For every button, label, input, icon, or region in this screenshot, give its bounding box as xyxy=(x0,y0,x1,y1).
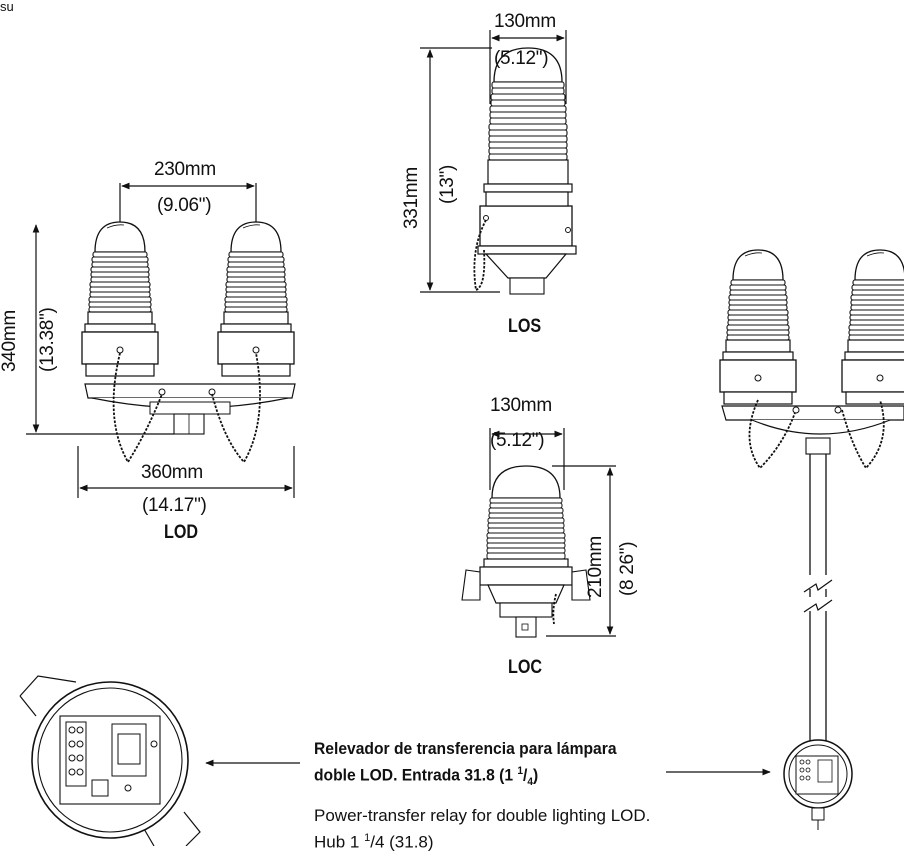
relay-english-line2: Hub 1 1/4 (31.8) xyxy=(314,832,434,852)
lod-model-label: LOD xyxy=(164,522,199,543)
relay-english-line1: Power-transfer relay for double lighting… xyxy=(314,806,651,826)
los-width-mm: 130mm xyxy=(494,11,556,32)
relay-spanish-line2: doble LOD. Entrada 31.8 (1 1/4) xyxy=(314,765,539,789)
loc-model-label: LOC xyxy=(508,657,543,678)
los-fixture xyxy=(473,47,577,295)
relay-spanish-line1: Relevador de transferencia para lámpara xyxy=(314,739,617,758)
relay-caption: Relevador de transferencia para lámpara … xyxy=(314,738,734,854)
loc-dimension-lines xyxy=(489,428,616,637)
loc-width-in: (5.12") xyxy=(490,430,545,451)
loc-width-mm: 130mm xyxy=(490,395,552,416)
pole-mounted-lod xyxy=(719,249,904,830)
los-dimension-lines xyxy=(420,30,567,293)
corner-fragment-text: su xyxy=(0,0,14,14)
relay-caption-english: Power-transfer relay for double lighting… xyxy=(314,805,734,854)
loc-height-in: (8 26") xyxy=(617,541,638,596)
lod-height-in: (13.38") xyxy=(37,307,58,372)
lod-inner-width-mm: 230mm xyxy=(154,159,216,180)
lod-dimension-lines xyxy=(26,182,295,498)
relay-housing-drawing xyxy=(19,675,201,846)
loc-height-mm: 210mm xyxy=(585,536,606,598)
loc-fixture xyxy=(461,465,591,638)
lod-fixture xyxy=(81,221,296,464)
los-height-in: (13") xyxy=(437,164,458,204)
lod-outer-width-mm: 360mm xyxy=(141,462,203,483)
lod-inner-width-in: (9.06") xyxy=(157,195,212,216)
los-model-label: LOS xyxy=(508,316,542,337)
los-width-in: (5.12") xyxy=(494,48,549,69)
lod-outer-width-in: (14.17") xyxy=(142,495,207,516)
relay-caption-spanish: Relevador de transferencia para lámpara … xyxy=(314,738,700,793)
lod-height-mm: 340mm xyxy=(0,310,20,372)
los-height-mm: 331mm xyxy=(401,167,422,229)
